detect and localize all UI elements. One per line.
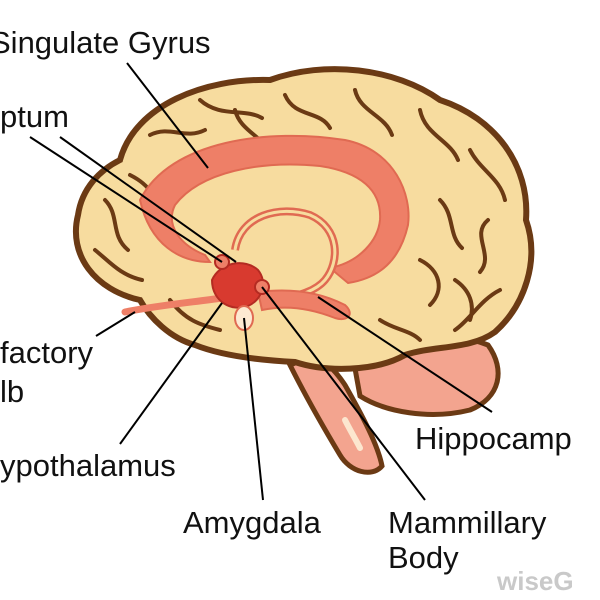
watermark: wiseG xyxy=(497,566,574,596)
label-septum: ptum xyxy=(0,99,69,134)
fornix-inner xyxy=(233,209,337,302)
label-amygdala: Amygdala xyxy=(183,505,321,540)
cortex xyxy=(72,66,535,372)
olfactory-tract xyxy=(121,294,226,316)
label-hippocampus: Hippocamp xyxy=(415,421,572,456)
leader-hippocampus xyxy=(317,296,493,413)
leader-mammillary xyxy=(261,286,426,501)
leader-lines xyxy=(29,62,493,501)
label-hypothalamus: ypothalamus xyxy=(0,448,176,483)
brainstem-highlight xyxy=(342,417,363,451)
leader-olfactory xyxy=(95,311,136,337)
label-olfactory-bulb-line1: factory xyxy=(0,335,94,370)
leader-septum xyxy=(29,136,223,263)
label-mammillary-body-line2: Body xyxy=(388,540,459,575)
label-olfactory-bulb-line2: lb xyxy=(0,374,25,409)
leader-hypothalamus xyxy=(119,302,223,445)
leader-cingulate xyxy=(126,62,209,169)
leader-septum-2 xyxy=(59,136,237,263)
cingulate-gyrus-shape xyxy=(138,134,410,285)
label-cingulate-gyrus: Singulate Gyrus xyxy=(0,25,211,60)
leader-amygdala xyxy=(243,317,264,501)
label-mammillary-body-line1: Mammillary xyxy=(388,505,547,540)
